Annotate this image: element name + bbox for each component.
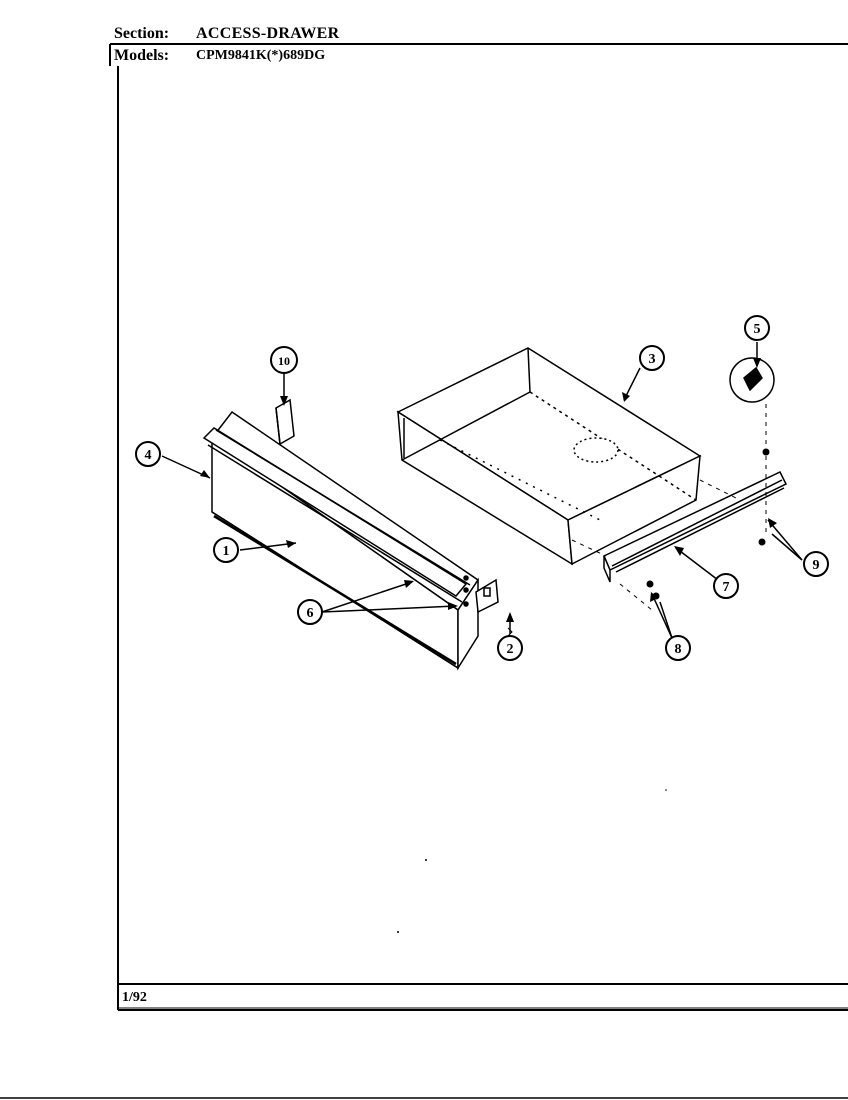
drawer-bracket [275,398,295,446]
page-frame [0,43,848,1099]
models-label: Models: [114,47,170,64]
callout-5-label: 5 [754,322,761,337]
models-value: CPM9841K(*)689DG [196,48,326,63]
revision-date: 1/92 [122,990,147,1005]
callout-2-label: 2 [507,642,514,657]
drawer-box [396,347,702,566]
callout-6-label: 6 [307,606,314,621]
callout-10-label: 10 [278,354,290,368]
drawer-front-panel [202,410,499,671]
callout-4: 4 [135,441,161,467]
callout-3: 3 [639,345,665,371]
callout-1-label: 1 [223,544,230,559]
slide-rail [603,471,788,583]
arrowheads [200,358,777,622]
callout-10: 10 [270,346,298,374]
callout-4-label: 4 [145,448,152,463]
callout-8: 8 [665,635,691,661]
callout-7: 7 [713,573,739,599]
clip-detail [729,357,775,403]
callout-5: 5 [744,315,770,341]
section-label: Section: [114,25,170,42]
callout-9-label: 9 [813,558,820,573]
callout-7-label: 7 [723,580,730,595]
callout-6: 6 [297,599,323,625]
callout-8-label: 8 [675,642,682,657]
callout-3-label: 3 [649,352,656,367]
scan-specks [397,789,667,933]
alignment-lines [571,404,767,611]
callout-1: 1 [213,537,239,563]
callout-9: 9 [803,551,829,577]
section-value: ACCESS-DRAWER [196,25,340,42]
callout-2: 2 [497,635,523,661]
